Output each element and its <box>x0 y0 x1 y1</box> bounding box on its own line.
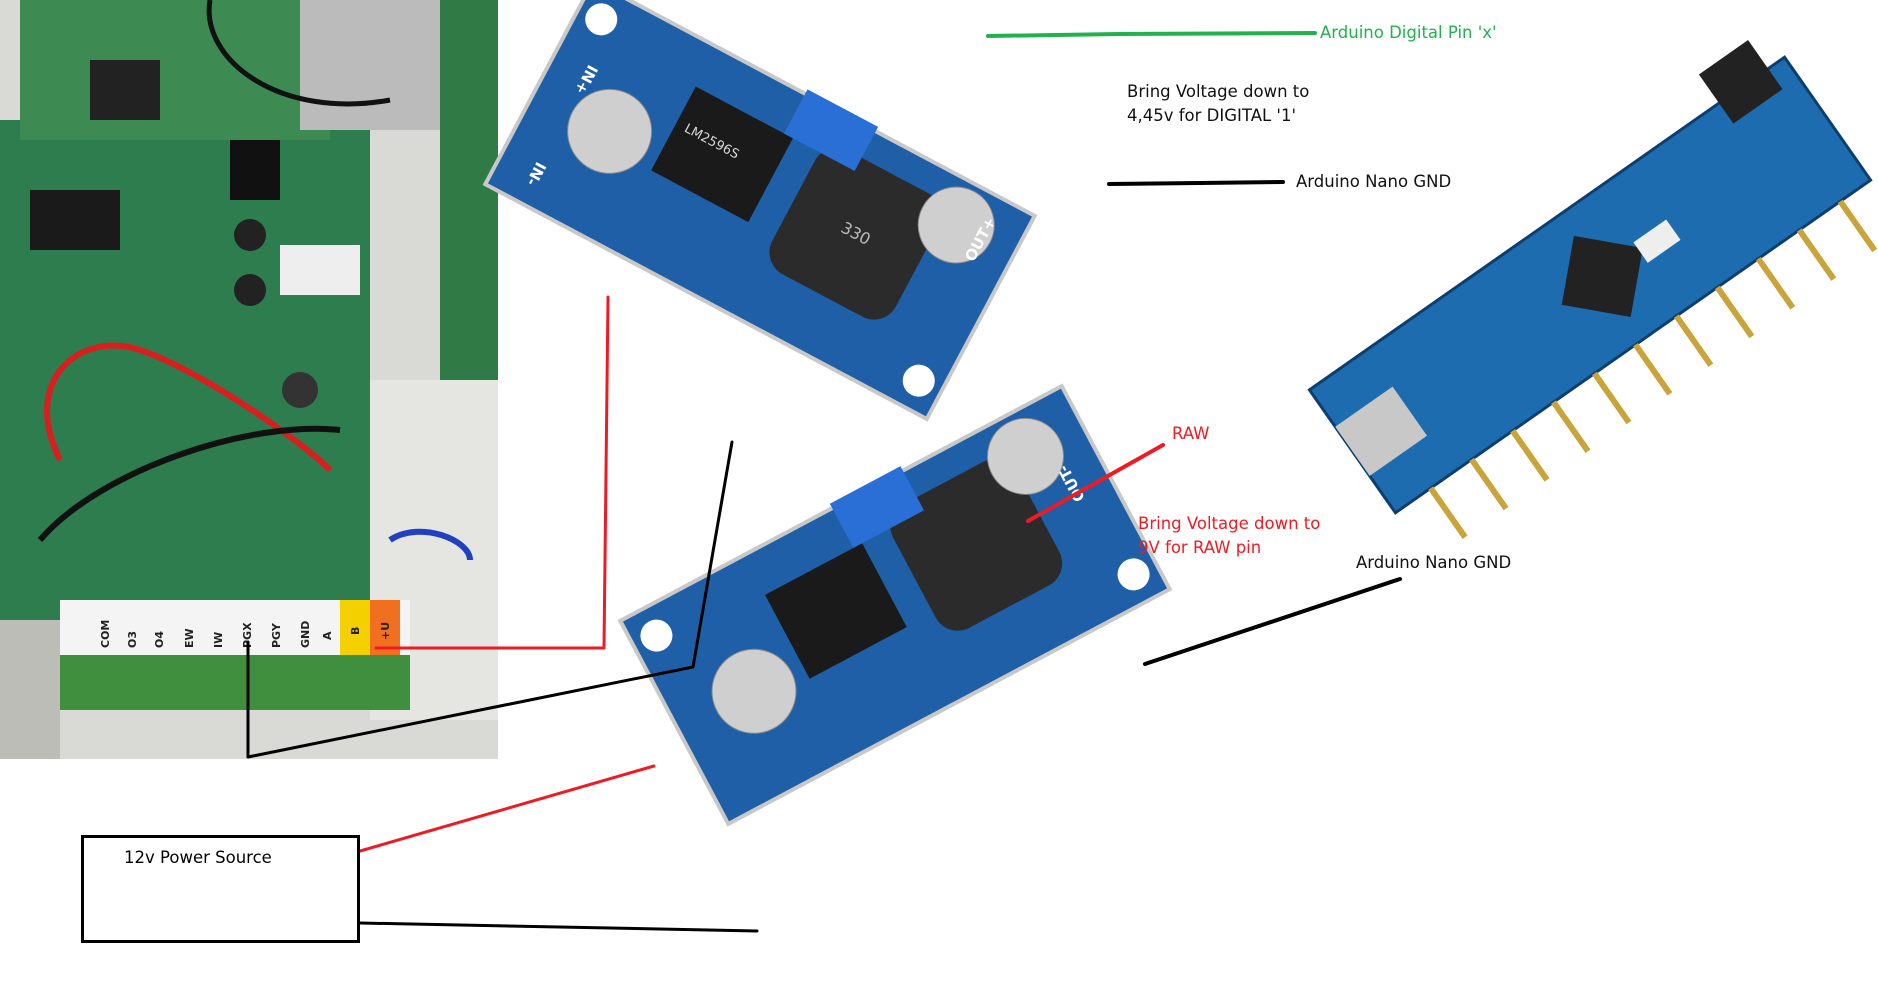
red-wire-power-in <box>358 764 656 853</box>
label-top-note-1: Bring Voltage down to <box>1127 82 1310 101</box>
terminal-label: O4 <box>153 631 166 648</box>
label-raw: RAW <box>1172 424 1210 443</box>
label-top-note-2: 4,45v for DIGITAL '1' <box>1127 106 1296 125</box>
terminal-label: EW <box>183 628 196 648</box>
terminal-labels: COM O3 O4 EW IW PGX PGY GND A B +U <box>99 620 392 648</box>
power-source-label: 12v Power Source <box>124 848 272 867</box>
terminal-label: IW <box>212 632 225 648</box>
black-wire-power-gnd <box>358 921 759 933</box>
black-wire-gnd-bottom <box>1143 577 1402 666</box>
arduino-nano <box>1307 40 1878 539</box>
label-digital-pin: Arduino Digital Pin 'x' <box>1320 23 1497 42</box>
terminal-label: PGY <box>270 622 283 648</box>
terminal-label: O3 <box>126 631 139 648</box>
label-gnd-top: Arduino Nano GND <box>1296 172 1452 191</box>
black-wire-gnd-top <box>1107 180 1285 186</box>
terminal-label: GND <box>299 621 312 648</box>
label-bottom-note-2: 9V for RAW pin <box>1138 538 1262 557</box>
alarm-panel-photo: COM O3 O4 EW IW PGX PGY GND A B +U <box>0 0 498 759</box>
terminal-label: COM <box>99 620 112 648</box>
black-wire-panel-gnd <box>246 440 734 759</box>
red-wire-panel-to-top-in <box>374 295 610 650</box>
terminal-label: PGX <box>241 622 254 648</box>
label-bottom-note-1: Bring Voltage down to <box>1138 514 1321 533</box>
buck-converter-top: LM2596S 330 IN+ IN- OUT+ <box>482 0 1038 422</box>
green-wire-digital-pin <box>986 31 1317 38</box>
buck-converter-bottom: OUT- <box>617 383 1173 827</box>
terminal-label: +U <box>379 622 392 640</box>
label-gnd-bottom: Arduino Nano GND <box>1356 553 1512 572</box>
terminal-label: B <box>349 627 362 635</box>
red-wire-raw <box>1026 443 1165 523</box>
power-source-box: 12v Power Source <box>81 835 360 943</box>
terminal-label: A <box>321 631 334 640</box>
